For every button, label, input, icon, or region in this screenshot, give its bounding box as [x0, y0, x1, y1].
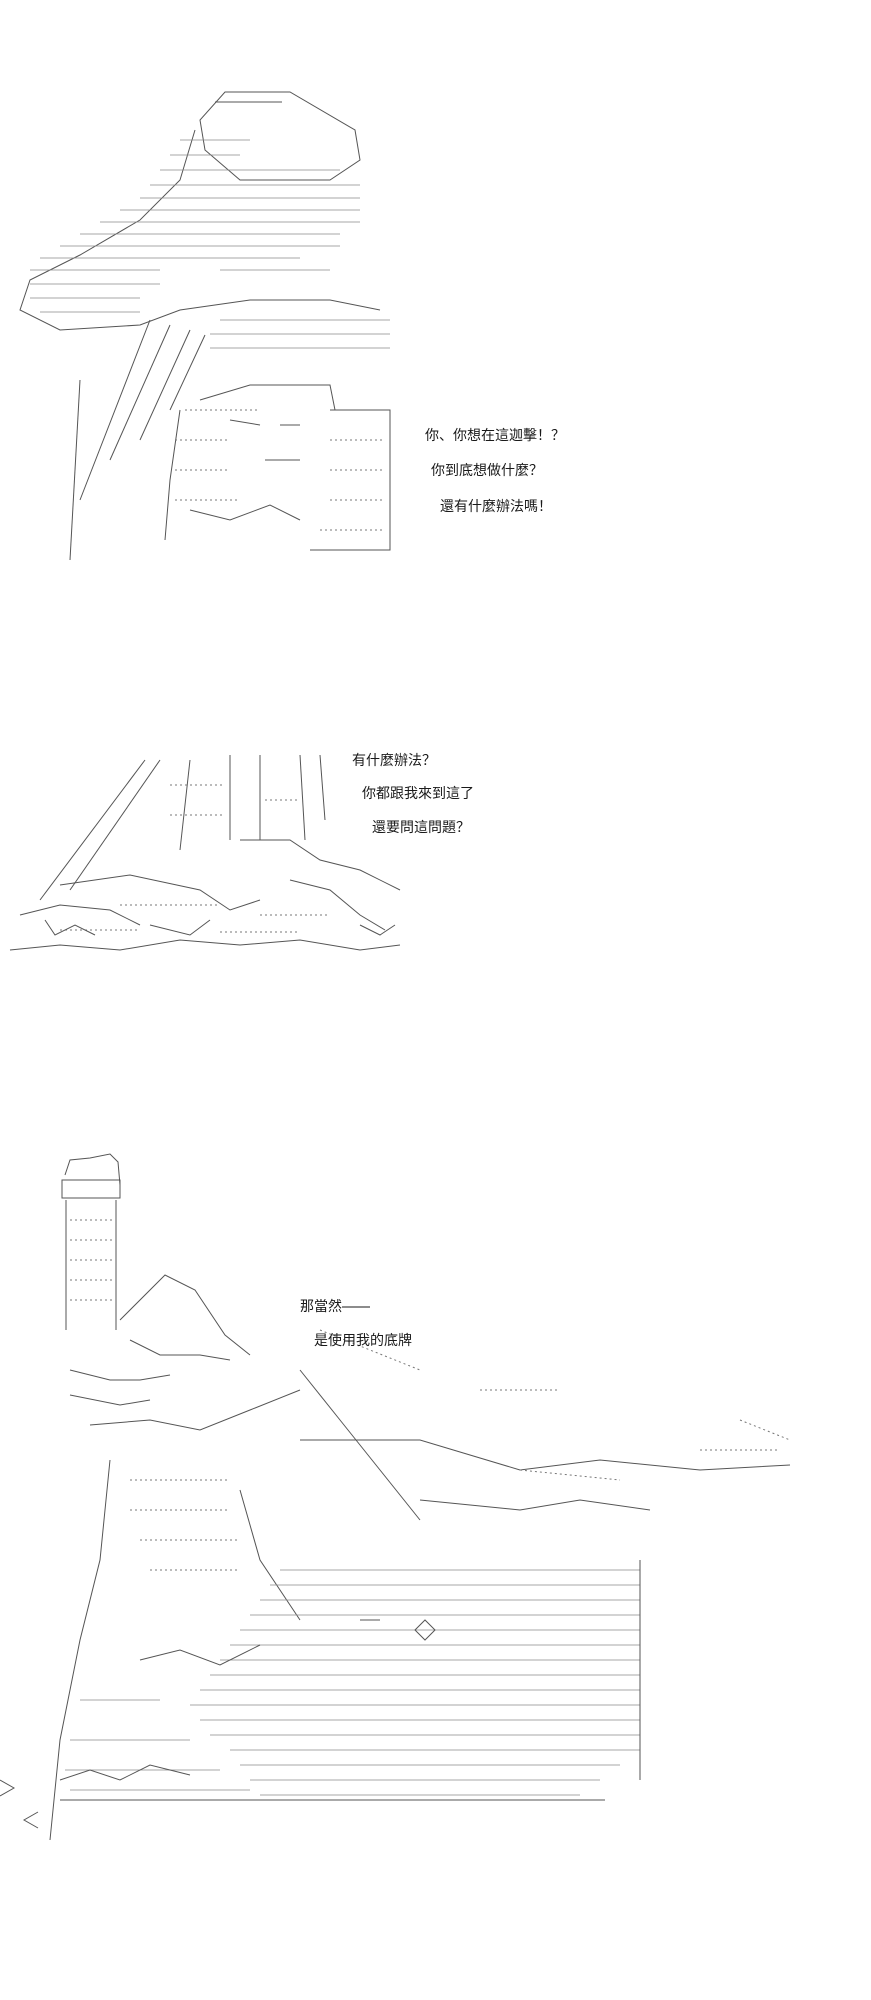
dialogue-line: 那當然―― [300, 1299, 370, 1315]
dialogue-line: 還有什麼辦法嗎！ [440, 499, 552, 515]
manga-panel-2: 有什麼辦法？ 你都跟我來到這了 還要問這問題？ [0, 740, 871, 970]
dialogue-line: 還要問這問題？ [372, 820, 470, 836]
ascii-art-figure-raising-card [0, 1153, 791, 1841]
manga-panel-3: 那當然―― 是使用我的底牌 [0, 1140, 871, 1900]
dialogue-line: 有什麼辦法？ [352, 753, 436, 769]
dialogue-line: 你到底想做什麼？ [431, 463, 543, 479]
dialogue-line: 是使用我的底牌 [314, 1333, 412, 1349]
manga-panel-1: 你、你想在這迦擊！？ 你到底想做什麼？ 還有什麼辦法嗎！ [0, 80, 871, 560]
ascii-art-figure-hat [19, 91, 391, 560]
dialogue-line: 你、你想在這迦擊！？ [425, 428, 565, 444]
dialogue-line: 你都跟我來到這了 [362, 786, 474, 802]
ascii-art-figure-sitting [9, 754, 401, 951]
